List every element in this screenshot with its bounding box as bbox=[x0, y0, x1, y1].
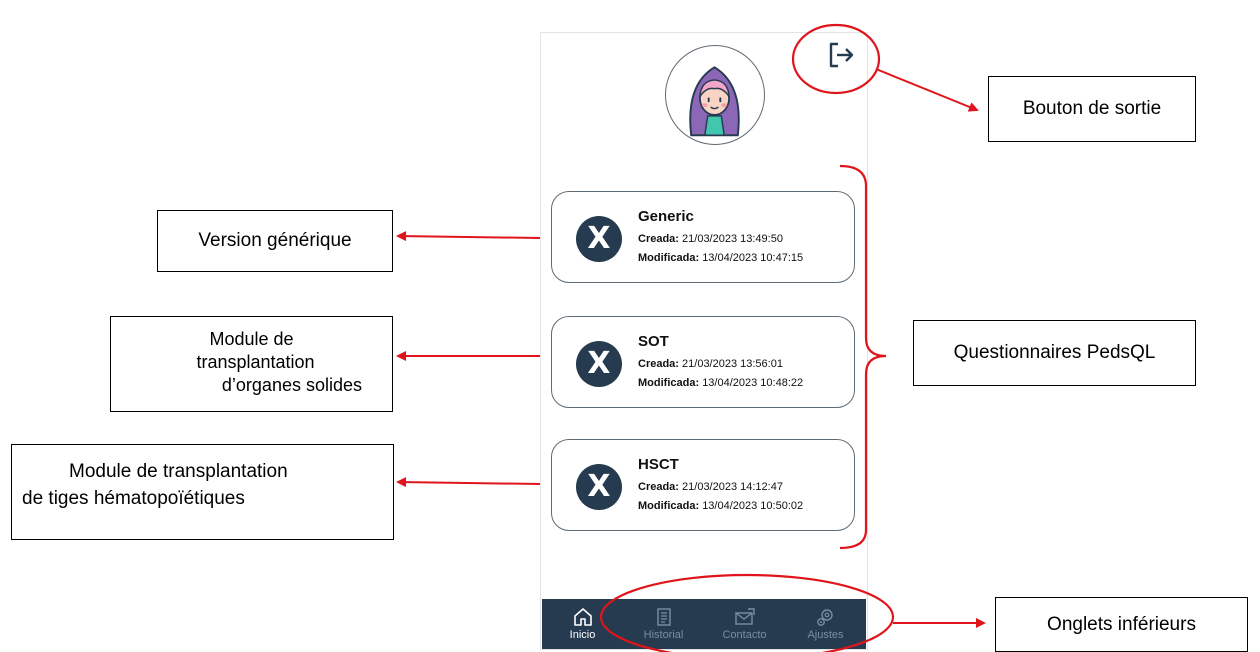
tab-label: Inicio bbox=[569, 629, 596, 641]
questionnaire-card-hsct[interactable]: X HSCT Creada: 21/03/2023 14:12:47 Modif… bbox=[551, 439, 855, 531]
tab-label: Contacto bbox=[722, 629, 767, 641]
questionnaire-card-generic[interactable]: X Generic Creada: 21/03/2023 13:49:50 Mo… bbox=[551, 191, 855, 283]
card-modified: Modificada: 13/04/2023 10:47:15 bbox=[638, 252, 804, 264]
card-created: Creada: 21/03/2023 14:12:47 bbox=[638, 481, 783, 493]
avatar-illustration-icon bbox=[689, 66, 740, 137]
tab-historial[interactable]: Historial bbox=[623, 599, 704, 649]
tab-label: Historial bbox=[643, 629, 684, 641]
card-title: SOT bbox=[638, 333, 669, 350]
phone-screen: X Generic Creada: 21/03/2023 13:49:50 Mo… bbox=[540, 32, 868, 650]
tab-contacto[interactable]: Contacto bbox=[704, 599, 785, 649]
annotation-generic-version: Version générique bbox=[157, 210, 393, 272]
avatar bbox=[665, 45, 765, 145]
annotation-sot-module: Module de transplantation d’organes soli… bbox=[110, 316, 393, 412]
hsct-arrow bbox=[396, 477, 541, 488]
card-modified: Modificada: 13/04/2023 10:48:22 bbox=[638, 377, 804, 389]
annotation-hsct-module: Module de transplantation de tiges hémat… bbox=[11, 444, 394, 540]
mail-icon bbox=[734, 608, 755, 625]
annotation-exit-button: Bouton de sortie bbox=[988, 76, 1196, 142]
questionnaire-badge-icon: X bbox=[576, 341, 622, 387]
card-title: Generic bbox=[638, 208, 694, 225]
exit-button-arrow bbox=[875, 68, 979, 112]
card-created: Creada: 21/03/2023 13:49:50 bbox=[638, 233, 783, 245]
card-title: HSCT bbox=[638, 456, 679, 473]
annotation-bottom-tabs: Onglets inférieurs bbox=[995, 597, 1248, 652]
gear-icon bbox=[816, 609, 833, 626]
bottom-tab-bar: Inicio Historial Contacto Aju bbox=[542, 599, 866, 649]
tab-inicio[interactable]: Inicio bbox=[542, 599, 623, 649]
questionnaire-card-sot[interactable]: X SOT Creada: 21/03/2023 13:56:01 Modifi… bbox=[551, 316, 855, 408]
history-icon bbox=[656, 608, 671, 626]
annotation-questionnaires: Questionnaires PedsQL bbox=[913, 320, 1196, 386]
card-modified: Modificada: 13/04/2023 10:50:02 bbox=[638, 500, 804, 512]
tab-label: Ajustes bbox=[807, 629, 844, 641]
tab-ajustes[interactable]: Ajustes bbox=[785, 599, 866, 649]
generic-arrow bbox=[396, 231, 541, 242]
home-icon bbox=[573, 608, 592, 626]
questionnaire-badge-icon: X bbox=[576, 464, 622, 510]
card-created: Creada: 21/03/2023 13:56:01 bbox=[638, 358, 783, 370]
questionnaire-badge-icon: X bbox=[576, 216, 622, 262]
logout-icon[interactable] bbox=[825, 39, 857, 71]
